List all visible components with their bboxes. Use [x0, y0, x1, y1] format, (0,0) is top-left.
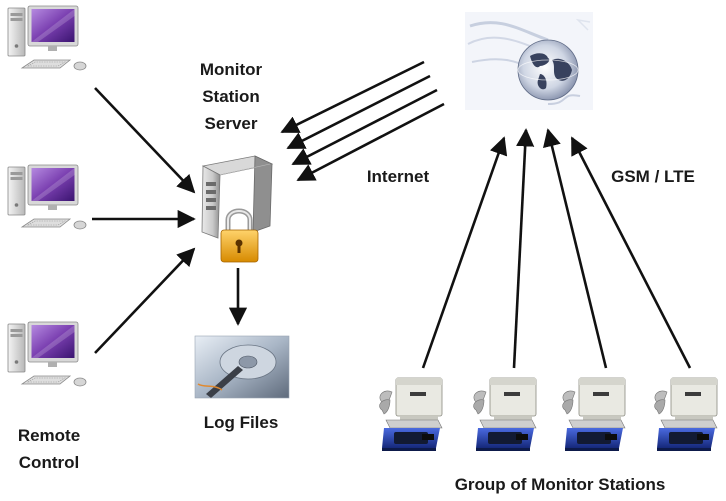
internet-globe-icon	[465, 12, 593, 110]
remote-control-label: Remote Control	[4, 422, 94, 476]
arrow-internet-to-server-1	[280, 60, 425, 134]
monitor-station-icon	[654, 377, 718, 452]
remote-control-label-line-2: Control	[18, 453, 80, 472]
monitor-station-icon	[562, 377, 626, 452]
server-label-line-2: Station	[202, 87, 260, 106]
server-label-line-1: Monitor	[199, 60, 263, 79]
arrow-computer3-to-server	[94, 247, 196, 354]
arrow-station1-to-internet	[421, 136, 508, 369]
log-files-label: Log Files	[203, 413, 279, 432]
arrow-internet-to-server-3	[291, 88, 438, 166]
internet-label: Internet	[366, 167, 430, 186]
desktop-computer-icon	[7, 164, 87, 230]
connection-arrows	[92, 60, 692, 369]
desktop-computer-icon	[7, 321, 87, 387]
gsm-lte-label: GSM / LTE	[611, 167, 695, 186]
remote-control-label-line-1: Remote	[17, 426, 81, 445]
server-label: Monitor Station Server	[190, 56, 272, 137]
arrow-computer1-to-server	[94, 87, 196, 194]
arrow-station4-to-internet	[570, 136, 692, 369]
monitor-station-icon	[473, 377, 537, 452]
hard-drive-icon	[194, 335, 290, 399]
arrow-station2-to-internet	[512, 128, 535, 369]
padlock-icon	[220, 208, 259, 263]
desktop-computer-icon	[7, 5, 87, 71]
arrow-internet-to-server-4	[296, 102, 445, 182]
arrow-station3-to-internet	[543, 128, 608, 369]
arrow-internet-to-server-2	[286, 74, 431, 150]
server-tower-icon	[201, 155, 274, 239]
monitor-station-icon	[379, 377, 443, 452]
group-of-monitor-stations-label: Group of Monitor Stations	[454, 475, 666, 494]
server-label-line-3: Server	[204, 114, 258, 133]
